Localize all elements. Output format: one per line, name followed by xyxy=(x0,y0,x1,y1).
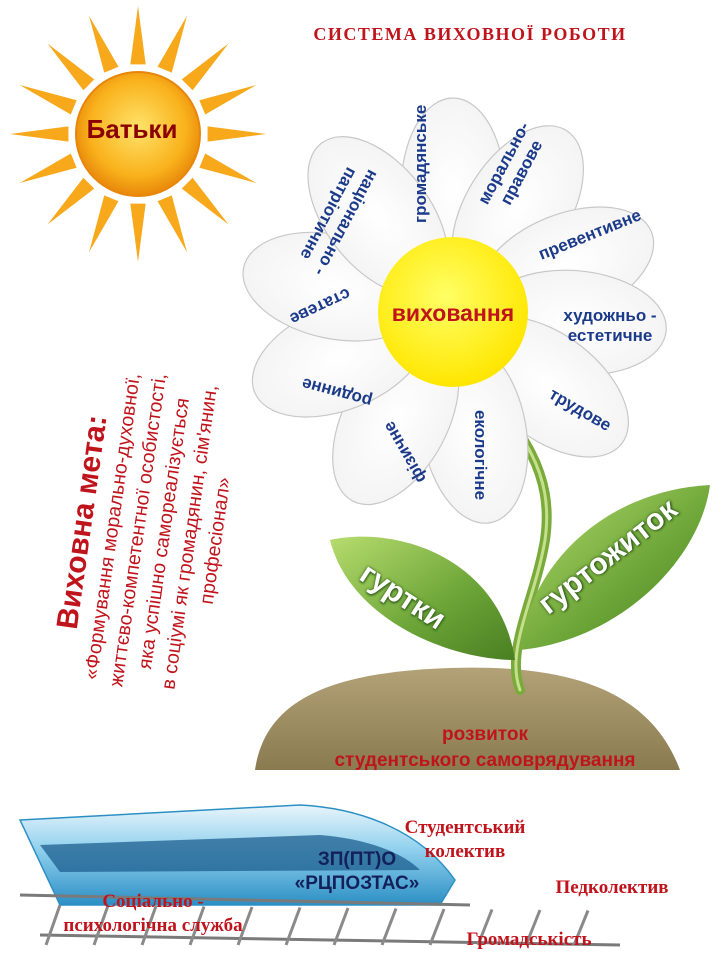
school-name-line2: «РЦПОЗТАС» xyxy=(294,873,420,894)
sun-rays xyxy=(10,6,266,262)
rail-sleeper xyxy=(236,906,254,946)
train xyxy=(18,804,621,947)
rail-sleeper xyxy=(524,909,542,946)
sun-ray xyxy=(181,177,229,225)
leaf-left xyxy=(330,536,515,660)
petal-label-civic: громадянське xyxy=(411,104,430,223)
flower-center-label: виховання xyxy=(391,300,515,326)
sun-ray xyxy=(130,203,146,262)
soil-label: розвиток студентського самоврядування xyxy=(280,722,690,774)
rail-top xyxy=(19,893,471,907)
page-title: СИСТЕМА ВИХОВНОЇ РОБОТИ xyxy=(313,24,627,44)
sun-ray xyxy=(10,126,69,142)
petal-label-artistic-line1: художньо - xyxy=(563,306,657,325)
rail-sleeper xyxy=(140,905,158,946)
leaf-right xyxy=(520,485,710,650)
student-collective-label: Студентський колектив xyxy=(375,816,555,864)
rail-sleeper xyxy=(572,909,590,946)
rail-sleeper xyxy=(92,904,110,946)
petal-label-ecological: екологічне xyxy=(471,409,490,501)
school-name-line1: ЗП(ПТ)О xyxy=(317,849,397,870)
rail-sleeper xyxy=(380,907,398,946)
sun-ray xyxy=(47,43,95,91)
sun-ray xyxy=(157,15,187,73)
rail-sleeper xyxy=(428,908,446,946)
rail-sleeper xyxy=(332,907,350,946)
petal-label-artistic: художньо - естетичне xyxy=(540,306,680,346)
rail-sleeper xyxy=(188,905,206,946)
rail-sleeper xyxy=(476,908,494,946)
student-collective-line1: Студентський xyxy=(404,817,526,838)
sun-ray xyxy=(157,195,187,253)
sun-ray xyxy=(89,15,119,73)
rail-sleepers xyxy=(44,904,590,946)
sun-ray xyxy=(19,85,77,115)
sun-ray xyxy=(89,195,119,253)
soil-label-line1: розвиток xyxy=(442,724,528,745)
sun-ray xyxy=(199,153,257,183)
train-windows xyxy=(40,835,420,872)
pedagogical-staff-label: Педколектив xyxy=(555,877,669,898)
school-name: ЗП(ПТ)О «РЦПОЗТАС» xyxy=(262,848,452,896)
rail-bottom xyxy=(39,933,621,947)
social-service-line1: Соціально - xyxy=(102,891,204,912)
petal-label-artistic-line2: естетичне xyxy=(567,326,653,345)
social-service-line2: психологічна служба xyxy=(63,915,243,936)
flower-center xyxy=(378,237,528,387)
soil-label-line2: студентського самоврядування xyxy=(334,750,636,771)
soil-mound xyxy=(255,667,680,770)
social-service-label: Соціально - психологічна служба xyxy=(28,890,278,938)
sun-ray xyxy=(47,177,95,225)
sun-ray xyxy=(181,43,229,91)
sun-label: Батьки xyxy=(86,114,178,144)
sun-ray xyxy=(19,153,77,183)
rail-sleeper xyxy=(284,906,302,946)
sun-ray xyxy=(207,126,266,142)
sun-ray xyxy=(199,85,257,115)
sun-disc xyxy=(75,71,201,197)
sun xyxy=(10,6,266,262)
sun-ray xyxy=(130,6,146,65)
student-collective-line2: колектив xyxy=(424,841,506,862)
public-label: Громадськість xyxy=(466,929,592,950)
rail-sleeper xyxy=(44,904,62,946)
